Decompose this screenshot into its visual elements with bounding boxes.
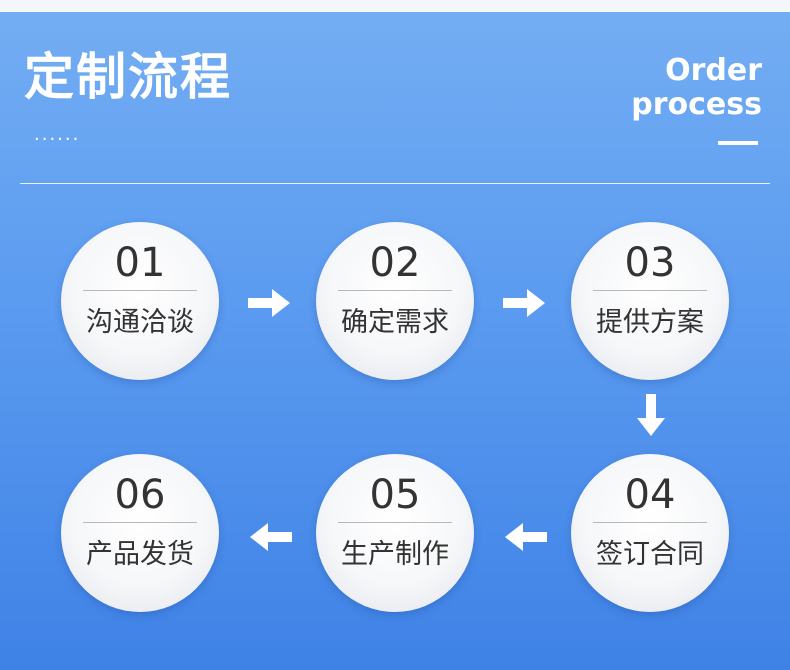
step-label: 产品发货 — [86, 539, 194, 570]
step-04: 04 签订合同 — [571, 454, 729, 612]
step-number: 04 — [624, 472, 676, 518]
english-title: Order process — [631, 54, 762, 122]
title-dots: ...... — [34, 124, 81, 145]
step-number: 01 — [114, 240, 166, 286]
arrow-left-icon — [250, 523, 292, 551]
step-label: 提供方案 — [596, 307, 704, 338]
step-01: 01 沟通洽谈 — [61, 222, 219, 380]
step-label: 确定需求 — [341, 307, 449, 338]
step-label: 签订合同 — [596, 539, 704, 570]
step-06: 06 产品发货 — [61, 454, 219, 612]
page-title: 定制流程 — [24, 48, 232, 106]
arrow-left-icon — [505, 523, 547, 551]
english-title-underline — [718, 141, 758, 145]
step-number: 05 — [369, 472, 421, 518]
step-divider — [593, 290, 707, 291]
top-strip — [0, 0, 790, 12]
step-number: 03 — [624, 240, 676, 286]
step-divider — [338, 522, 452, 523]
step-label: 生产制作 — [341, 539, 449, 570]
arrow-right-icon — [248, 289, 290, 317]
arrow-down-icon — [637, 394, 665, 436]
step-divider — [83, 522, 197, 523]
step-02: 02 确定需求 — [316, 222, 474, 380]
arrow-right-icon — [503, 289, 545, 317]
step-number: 06 — [114, 472, 166, 518]
english-title-line1: Order — [665, 53, 762, 88]
step-divider — [83, 290, 197, 291]
step-number: 02 — [369, 240, 421, 286]
header-divider — [20, 183, 770, 184]
step-03: 03 提供方案 — [571, 222, 729, 380]
step-divider — [593, 522, 707, 523]
step-label: 沟通洽谈 — [86, 307, 194, 338]
step-05: 05 生产制作 — [316, 454, 474, 612]
english-title-line2: process — [631, 87, 762, 122]
step-divider — [338, 290, 452, 291]
